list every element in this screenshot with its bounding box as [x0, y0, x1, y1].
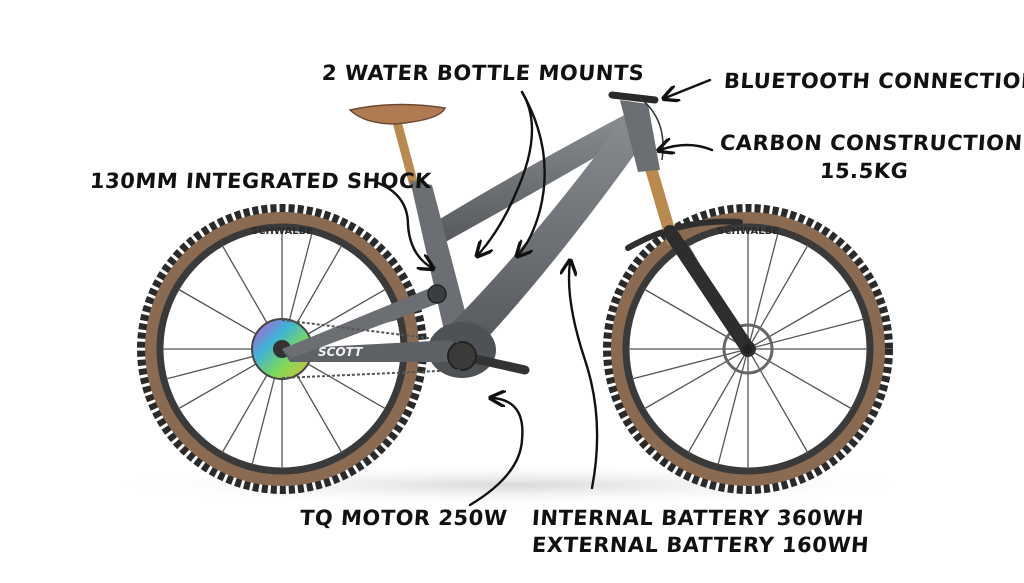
saddle: [348, 103, 447, 125]
label-bluetooth-connection: BLUETOOTH CONNECTION: [723, 69, 1024, 93]
label-carbon-construction: CARBON CONSTRUCTION -: [719, 131, 1024, 155]
suspension-fork: [644, 159, 755, 356]
arrow-carbon: [660, 145, 714, 150]
arrow-water-bottle-right: [518, 90, 546, 255]
front-tyre-brand: SCHWALBE: [717, 226, 779, 237]
arrow-battery: [569, 262, 599, 490]
label-integrated-shock: 130MM INTEGRATED SHOCK: [89, 169, 433, 193]
label-external-battery: EXTERNAL BATTERY 160WH: [531, 533, 870, 557]
arrow-motor: [468, 398, 524, 507]
label-internal-battery: INTERNAL BATTERY 360WH: [531, 506, 865, 530]
label-carbon-weight: 15.5KG: [819, 159, 910, 183]
shock-pivot: [427, 284, 447, 304]
frame-logo: SCOTT: [318, 345, 363, 359]
arrow-water-bottle-left: [478, 90, 534, 255]
arrow-bluetooth: [665, 78, 712, 98]
front-wheel: [603, 204, 893, 494]
label-water-bottle-mounts: 2 WATER BOTTLE MOUNTS: [321, 61, 646, 85]
seatpost-and-saddle: [348, 103, 447, 190]
arrow-shock: [376, 181, 432, 268]
rear-tyre-brand: SCHWALBE: [251, 226, 313, 237]
bike-frame: [281, 100, 660, 379]
label-tq-motor: TQ MOTOR 250W: [299, 506, 509, 530]
front-fender: [625, 218, 743, 251]
